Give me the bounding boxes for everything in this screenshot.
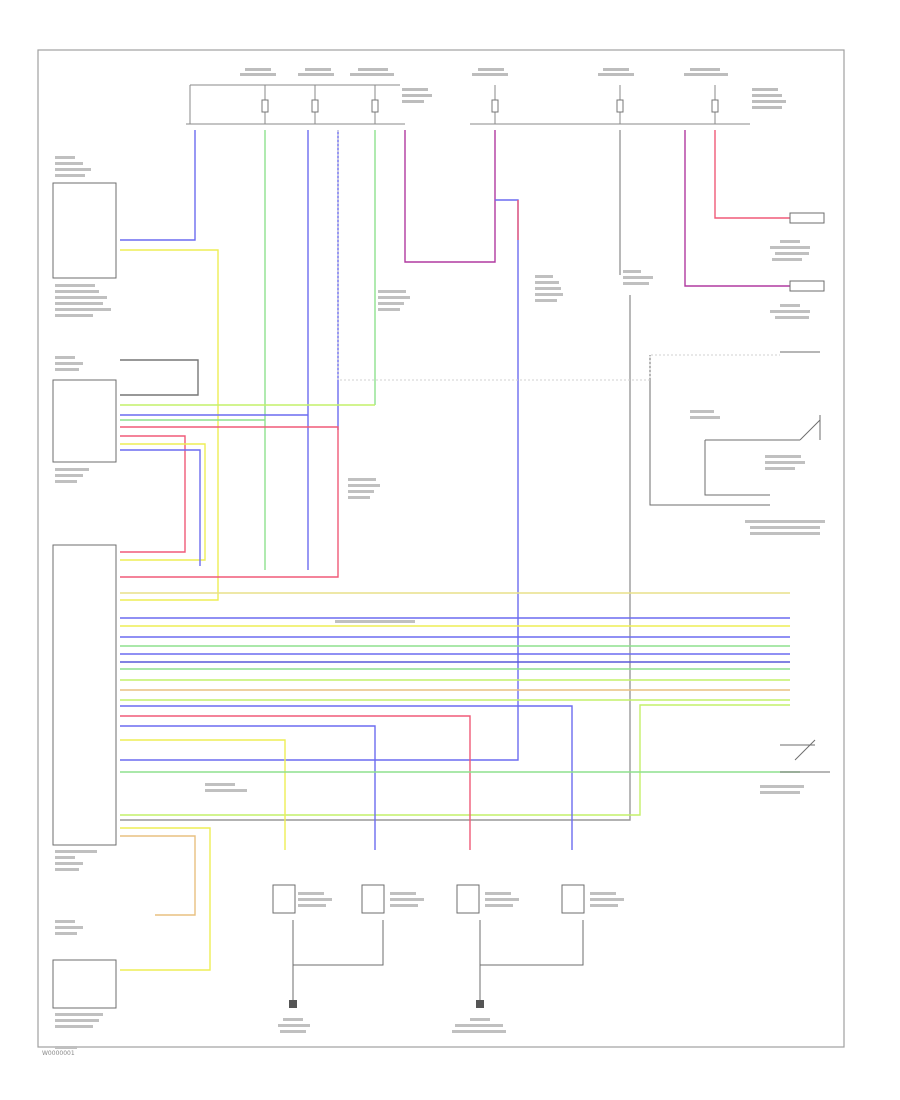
bottom-labels: [278, 892, 624, 1033]
left-labels: [55, 156, 111, 1049]
ground-symbols: [289, 1000, 484, 1008]
mid-labels: [205, 270, 653, 792]
main-module-box: [52, 544, 117, 846]
fuse-labels: [240, 68, 786, 109]
lower-harness: [120, 704, 800, 971]
lower-module-box: [52, 959, 117, 1009]
right-components: [649, 212, 830, 773]
fuse-bus: [186, 84, 750, 125]
control-module-wires: [120, 359, 375, 578]
footer-code: W0000001: [42, 1050, 75, 1057]
diagram-frame: [37, 49, 845, 1048]
right-labels: [690, 240, 825, 794]
left-components: [52, 182, 117, 1009]
fuse-symbols: [261, 99, 719, 113]
right-lamp-upper: [789, 212, 825, 224]
main-harness: [120, 592, 790, 701]
control-module-box: [52, 379, 117, 463]
shielded-line: [337, 130, 780, 381]
right-lamp-lower: [789, 280, 825, 292]
bottom-switches: [272, 884, 585, 1000]
yellow-wire-upper: [120, 249, 219, 601]
seat-memory-switch-box: [52, 182, 117, 279]
